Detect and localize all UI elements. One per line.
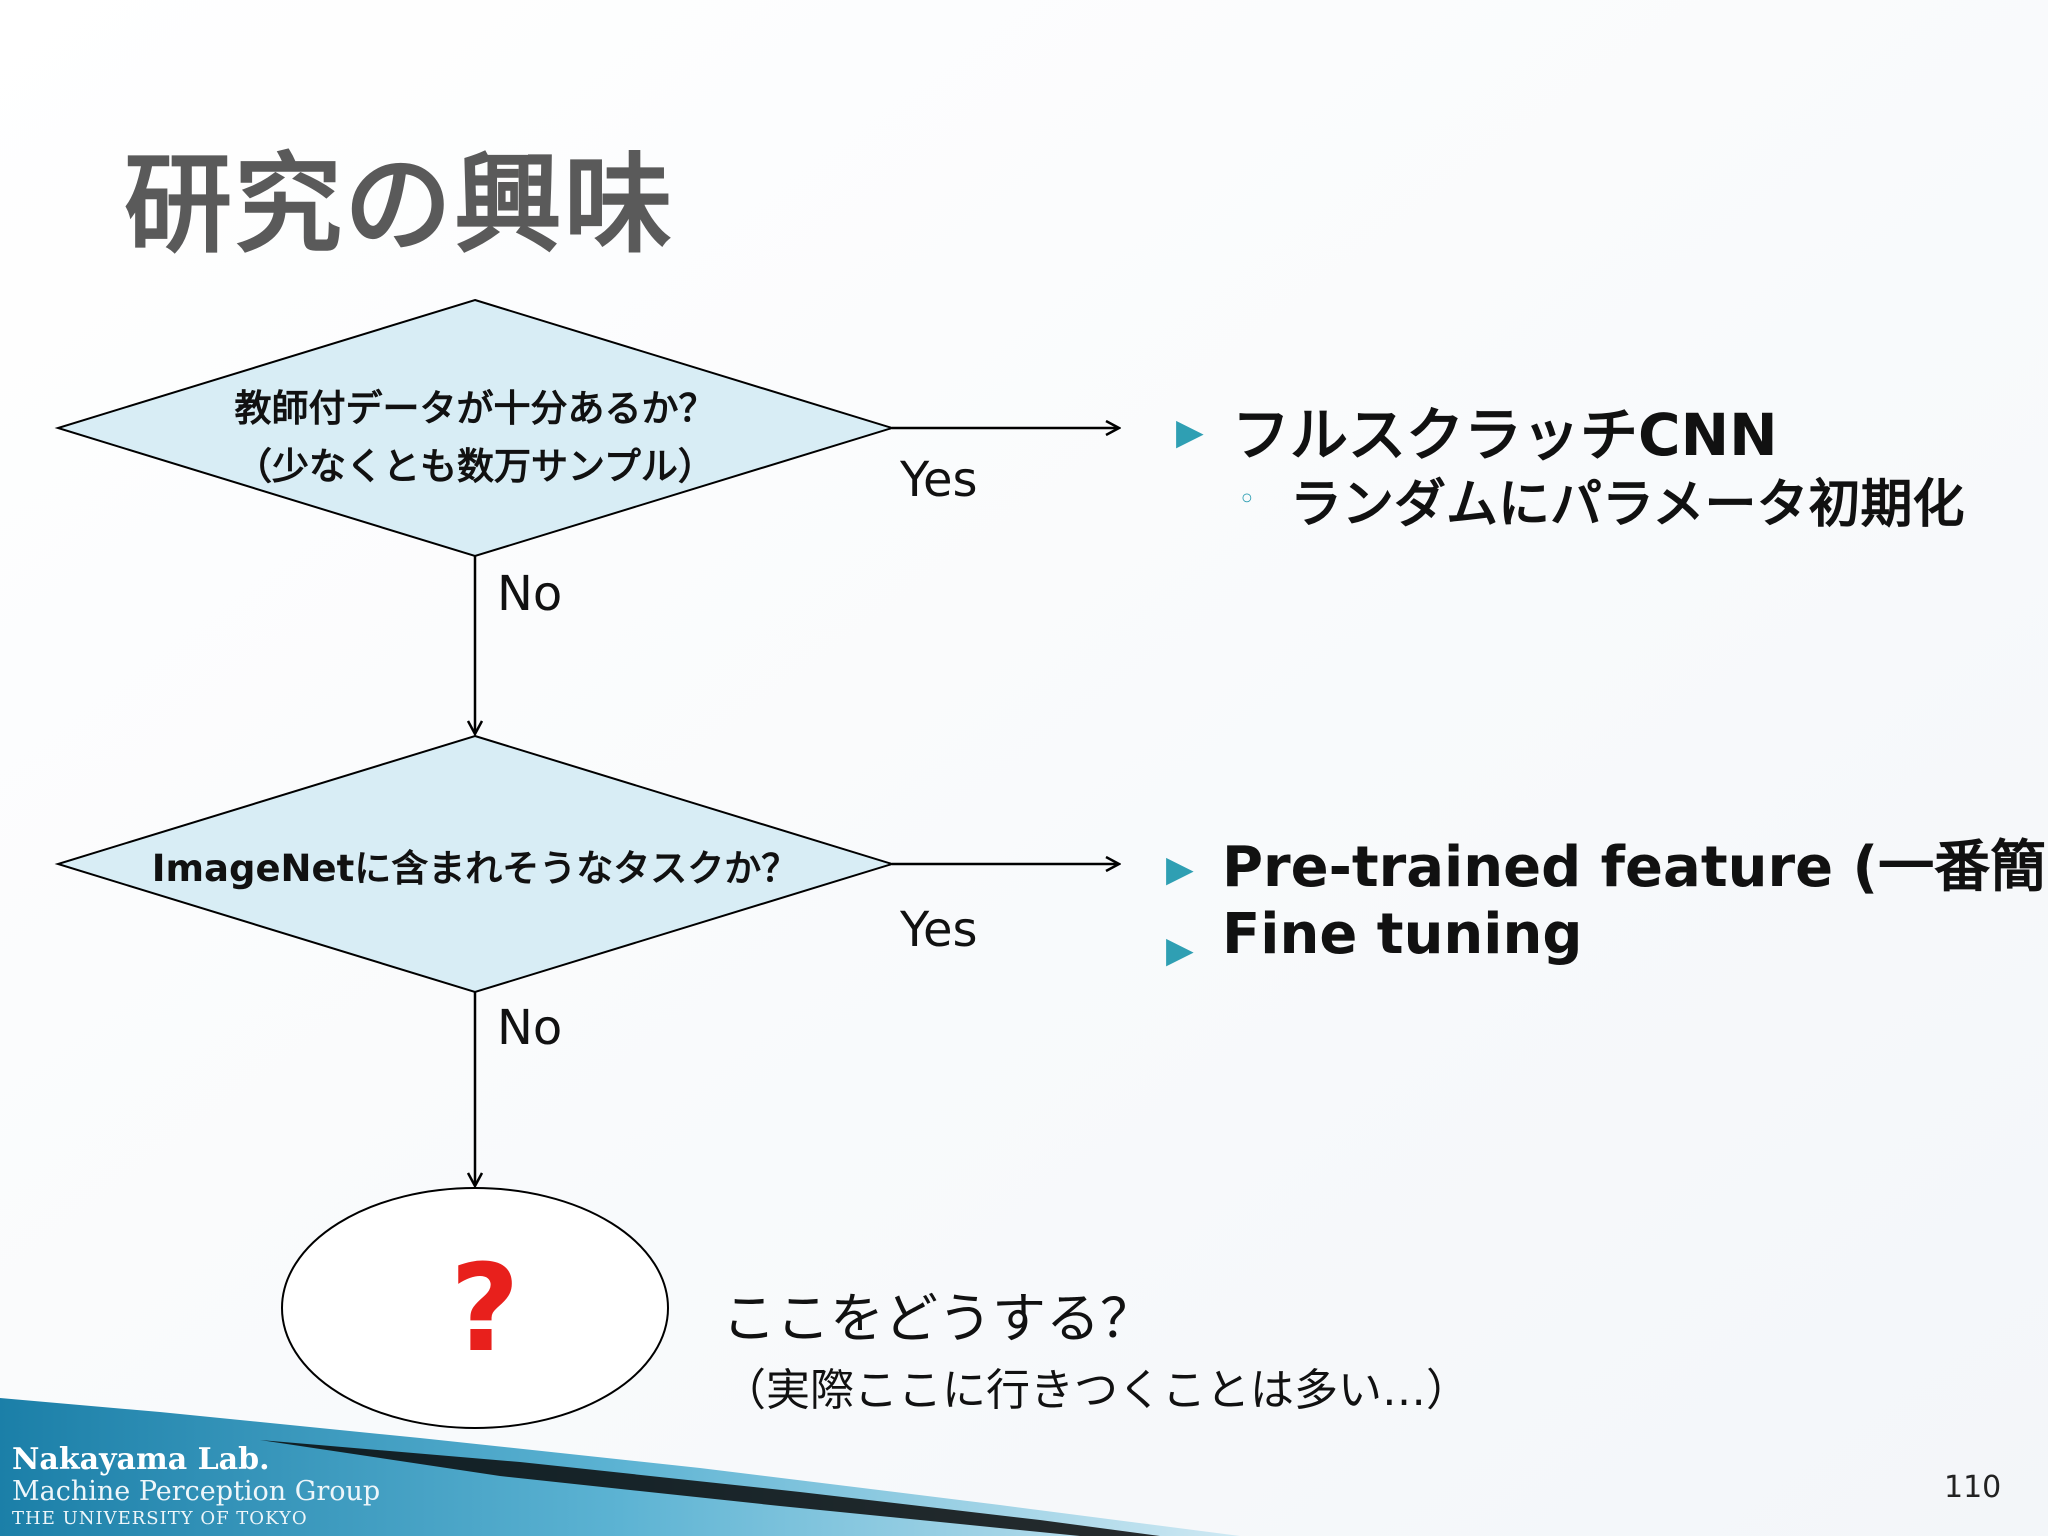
slide-title: 研究の興味 — [124, 143, 675, 268]
decision2-no-label: No — [497, 1000, 563, 1056]
decision1-yes-label: Yes — [900, 452, 978, 508]
outcome1-bullet: フルスクラッチCNN — [1232, 401, 1778, 469]
decision2-text: ImageNetに含まれそうなタスクか？ — [151, 847, 799, 890]
lab-university: THE UNIVERSITY OF TOKYO — [12, 1508, 308, 1529]
outcome1-sub-bullet: ランダムにパラメータ初期化 — [1290, 475, 1965, 535]
outcome1-sub-bullet-icon: ◦ — [1238, 482, 1256, 517]
outcome2-bullet-2: Fine tuning — [1222, 902, 1583, 967]
outcome2-bullet-icon-2: ▶ — [1166, 930, 1194, 971]
footer-swoosh-dark — [260, 1440, 1160, 1536]
decision1-line1: 教師付データが十分あるか？ — [234, 387, 716, 430]
decision1-line2: （少なくとも数万サンプル） — [235, 445, 715, 488]
lab-logo: Nakayama Lab. — [12, 1442, 270, 1477]
outcome1-bullet-icon: ▶ — [1176, 412, 1204, 453]
lab-group: Machine Perception Group — [12, 1476, 381, 1507]
footer-swoosh — [0, 1398, 1240, 1536]
terminal-note: （実際ここに行きつくことは多い…） — [722, 1365, 1470, 1416]
decision2-yes-label: Yes — [900, 902, 978, 958]
decision1-text: 教師付データが十分あるか？ （少なくとも数万サンプル） — [175, 378, 775, 490]
outcome2-bullet-1: Pre-trained feature (一番簡単) — [1222, 835, 2048, 900]
question-mark-icon: ? — [450, 1240, 520, 1379]
outcome2-bullet-icon-1: ▶ — [1166, 849, 1194, 890]
decision1-no-label: No — [497, 566, 563, 622]
page-number: 110 — [1944, 1470, 2002, 1505]
terminal-ellipse — [281, 1187, 669, 1429]
terminal-question: ここをどうする？ — [722, 1287, 1154, 1350]
